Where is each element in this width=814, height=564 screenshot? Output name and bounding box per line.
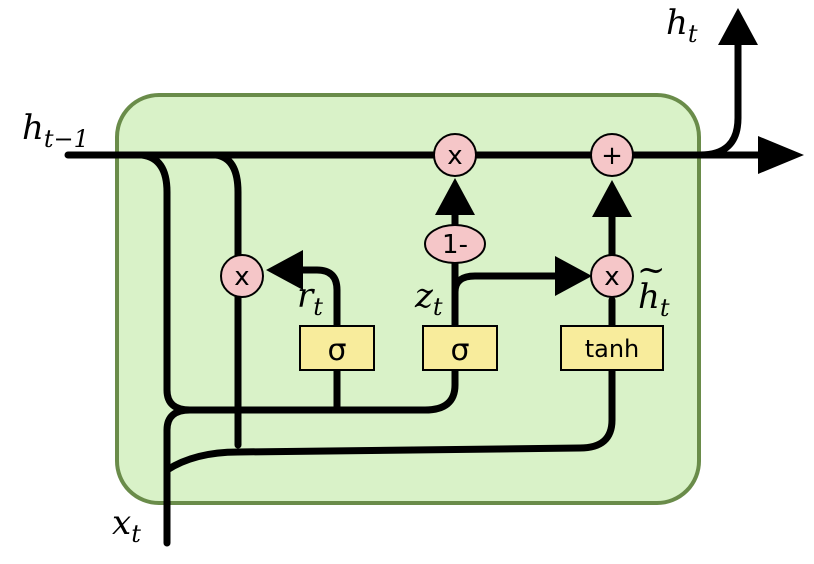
one-minus-symbol: 1- [442,230,468,260]
top-add-symbol: + [601,141,623,171]
output-branch [696,38,742,159]
candidate-multiply-op: x [590,254,634,298]
gru-cell [115,93,701,505]
hidden-state-arrowhead [758,136,804,174]
x-lower-bus [163,366,616,474]
tanh-label: tanh [585,335,640,363]
x-input-line [163,406,194,547]
h-prev-label: ht−1 [22,108,89,153]
one-minus-op: 1- [424,224,486,264]
update-candidate-arrowhead [555,256,592,296]
update-gate-label: zt [414,276,443,321]
reset-sigma-label: σ [327,333,346,368]
reset-sigma-gate: σ [299,325,375,371]
reset-gate-path [296,266,341,414]
reset-multiply-symbol: x [234,262,249,292]
top-multiply-symbol: x [447,141,462,171]
h-prev-branch-outer [138,151,459,414]
update-sigma-label: σ [450,333,469,368]
candidate-label: ht [638,277,670,322]
add-arrowhead [592,180,632,217]
output-arrowhead [718,8,758,45]
h-prev-branch-inner [212,151,242,449]
x-input-label: xt [112,503,141,548]
candidate-multiply-symbol: x [604,262,619,292]
one-minus-arrowhead [435,178,475,215]
top-multiply-op: x [433,133,477,177]
tanh-gate: tanh [560,325,664,371]
update-sigma-gate: σ [422,325,498,371]
reset-arrowhead [266,250,303,290]
update-to-candidate [451,272,564,304]
h-out-label: ht [666,3,698,48]
candidate-tilde: ~ [637,250,666,290]
top-add-op: + [590,133,634,177]
reset-multiply-op: x [220,254,264,298]
reset-gate-label: rt [297,276,323,321]
